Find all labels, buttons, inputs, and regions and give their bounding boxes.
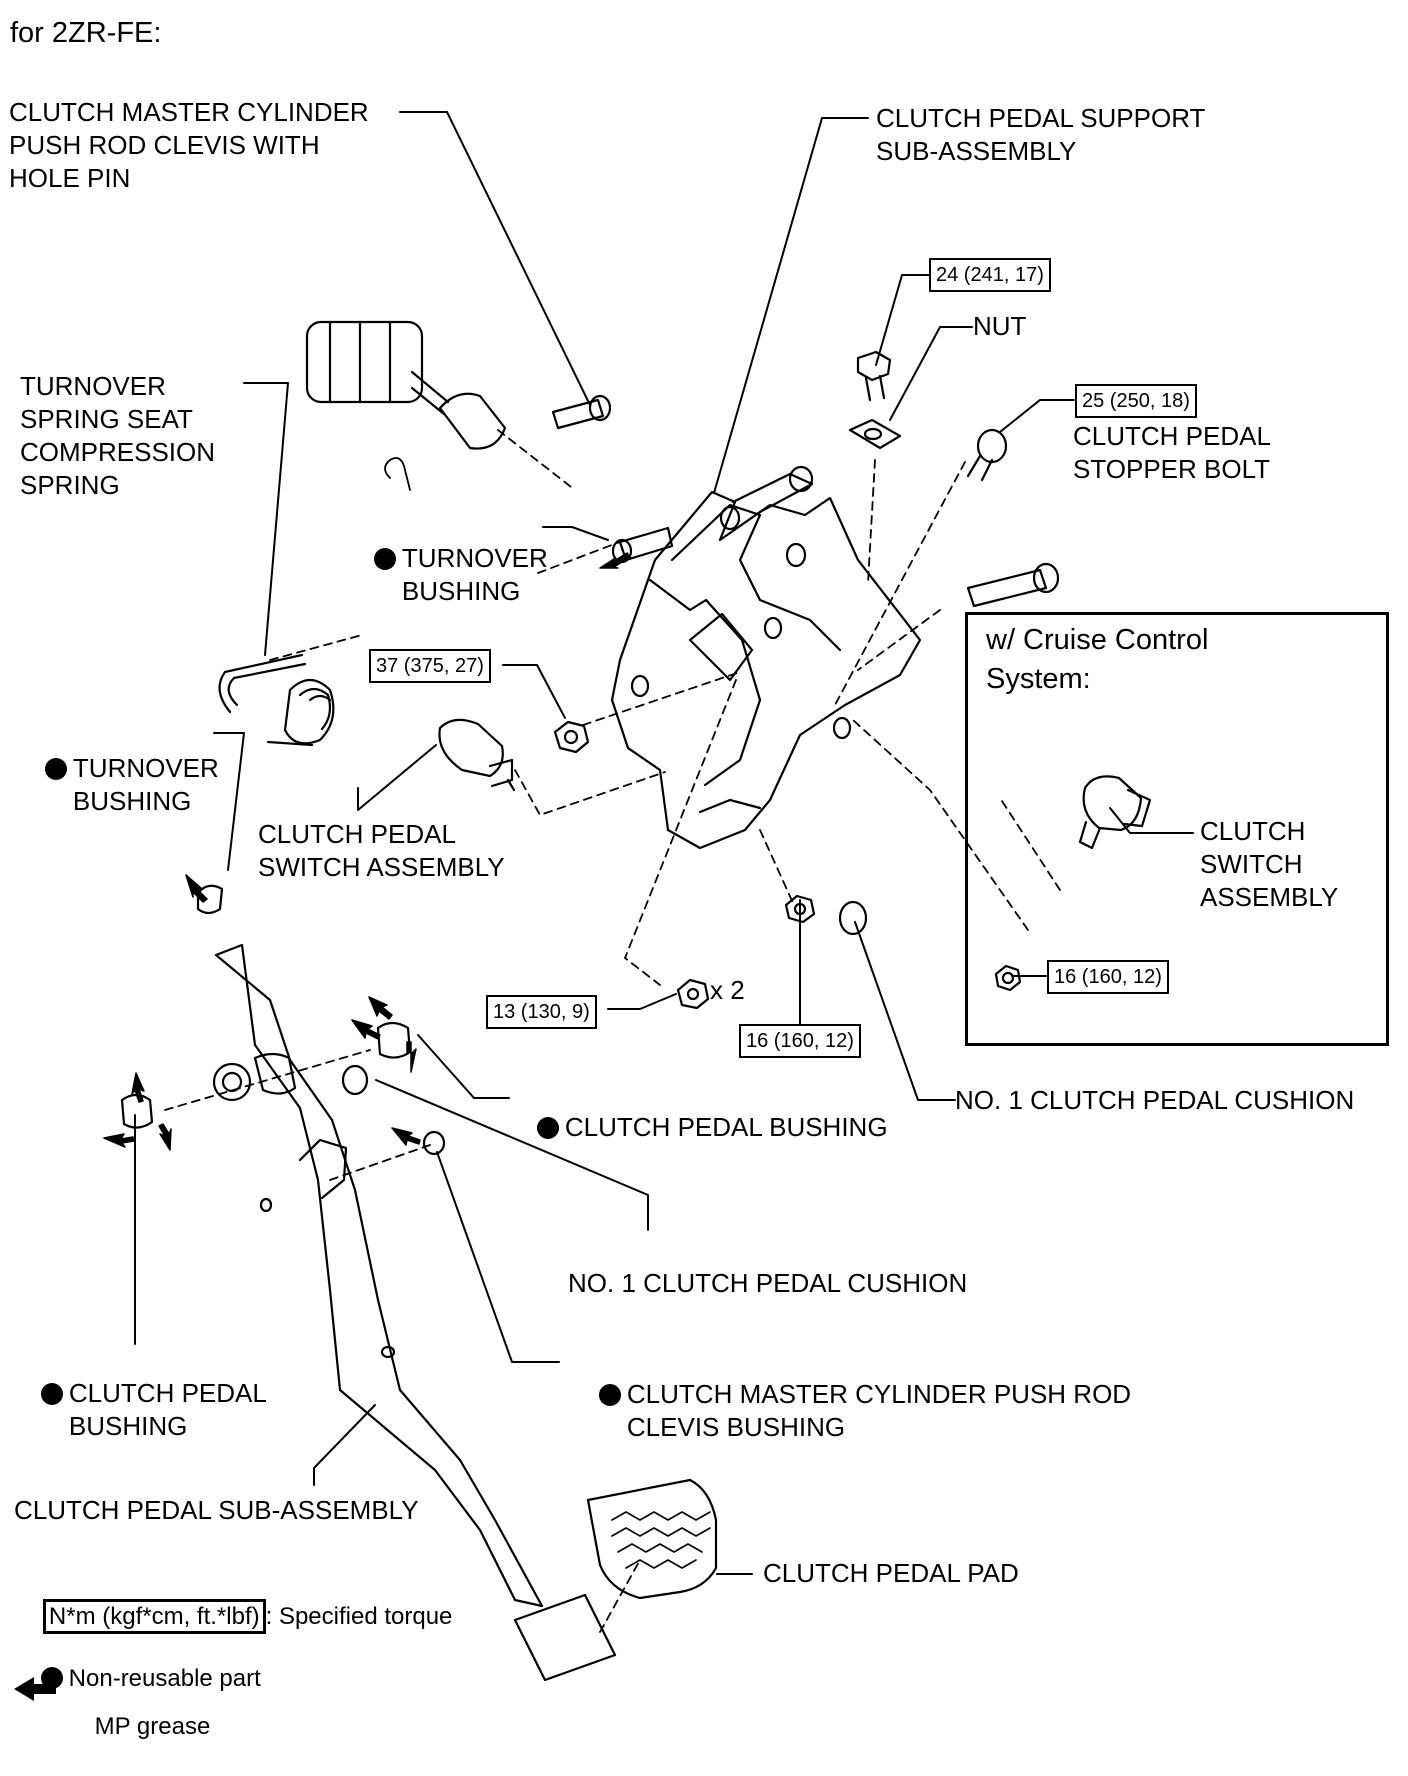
legend-torque-text: : Specified torque: [265, 1603, 453, 1630]
torque-16-main: 16 (160, 12): [739, 1024, 861, 1058]
cruise-switch-part: [1078, 775, 1152, 850]
torque-37: 37 (375, 27): [369, 649, 491, 683]
non-reusable-dot-icon: [44, 758, 67, 780]
legend-torque-unit: N*m (kgf*cm, ft.*lbf): [42, 1599, 266, 1634]
label-pedal-switch: CLUTCH PEDAL SWITCH ASSEMBLY: [258, 819, 505, 882]
label-turnover-bushing-upper: TURNOVER BUSHING: [345, 509, 548, 641]
non-reusable-dot-icon: [598, 1384, 621, 1406]
label-turnover-spring: TURNOVER SPRING SEAT COMPRESSION SPRING: [20, 371, 216, 500]
grease-arrow-icon: [103, 552, 631, 1151]
cruise-control-inset: w/ Cruise Control System: CLUTCH SWITCH …: [965, 612, 1389, 1046]
label-turnover-bushing-left: TURNOVER BUSHING: [16, 719, 219, 851]
leader-lines: [134, 111, 1194, 1575]
non-reusable-dot-icon: [536, 1117, 559, 1139]
master-cylinder: [305, 320, 507, 491]
pedal-pad-part: [513, 1478, 718, 1682]
legend-grease-arrow-icon: [14, 1677, 56, 1701]
label-cushion-right: NO. 1 CLUTCH PEDAL CUSHION: [955, 1085, 1355, 1115]
clevis-pin-part: [551, 394, 612, 430]
torque-16-cruise: 16 (160, 12): [1047, 960, 1169, 994]
support-bolts: [848, 350, 1060, 608]
pedal-switch-part: [438, 718, 516, 792]
label-pedal-sub-assembly: CLUTCH PEDAL SUB-ASSEMBLY: [14, 1495, 419, 1525]
label-pedal-support: CLUTCH PEDAL SUPPORT SUB-ASSEMBLY: [876, 103, 1206, 166]
clutch-pedal-arm: [212, 943, 544, 1608]
non-reusable-dot-icon: [40, 1383, 63, 1405]
torque-24: 24 (241, 17): [929, 258, 1051, 292]
turnover-spring-part: [218, 653, 335, 747]
variant-heading: for 2ZR-FE:: [10, 17, 162, 49]
torque-13: 13 (130, 9): [486, 995, 597, 1029]
pedal-support-bracket: [610, 465, 922, 850]
label-pedal-bushing-right: CLUTCH PEDAL BUSHING: [508, 1078, 888, 1177]
label-times-two: x 2: [710, 975, 745, 1005]
label-nut: NUT: [973, 311, 1027, 341]
label-clevis-pin: CLUTCH MASTER CYLINDER PUSH ROD CLEVIS W…: [9, 97, 369, 193]
legend-non-reusable: Non-reusable part: [14, 1629, 261, 1728]
legend-grease: MP grease: [94, 1713, 211, 1740]
torque-25: 25 (250, 18): [1075, 384, 1197, 418]
pedal-side-bushings: [120, 1021, 446, 1156]
cruise-inset-title: w/ Cruise Control System:: [986, 624, 1209, 695]
label-clevis-bushing: CLUTCH MASTER CYLINDER PUSH ROD CLEVIS B…: [570, 1345, 1131, 1477]
installation-lines: [164, 429, 1061, 1633]
hardware-nuts: [553, 720, 1022, 1010]
non-reusable-dot-icon: [373, 548, 396, 570]
label-pedal-pad: CLUTCH PEDAL PAD: [763, 1558, 1019, 1588]
legend-torque: N*m (kgf*cm, ft.*lbf): Specified torque: [14, 1566, 452, 1666]
label-pedal-bushing-left: CLUTCH PEDAL BUSHING: [12, 1344, 267, 1476]
label-stopper-bolt: CLUTCH PEDAL STOPPER BOLT: [1073, 421, 1271, 484]
label-cushion-center: NO. 1 CLUTCH PEDAL CUSHION: [568, 1268, 968, 1298]
exploded-parts-diagram: for 2ZR-FE: CLUTCH MASTER CYLINDER PUSH …: [9, 17, 1389, 1740]
diagram-linework: [14, 111, 1194, 1701]
label-cruise-switch: CLUTCH SWITCH ASSEMBLY: [1200, 816, 1339, 912]
non-reusable-dot-icon: [40, 1667, 63, 1689]
